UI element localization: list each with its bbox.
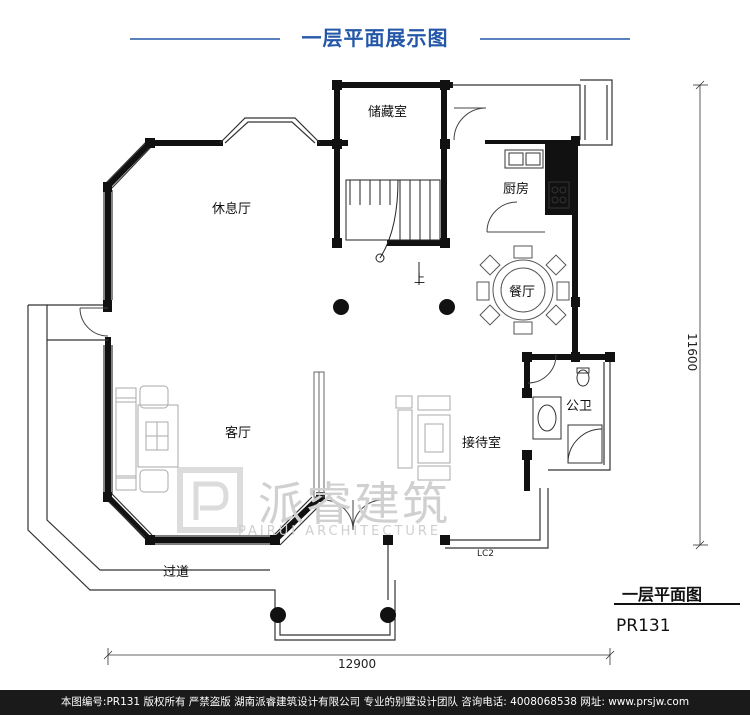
living-furniture: [115, 385, 179, 493]
door-swings: [79, 107, 557, 531]
label-storage: 储藏室: [368, 104, 407, 120]
height-dimension: 11600: [685, 333, 699, 371]
structural-columns: [103, 80, 615, 545]
label-bathroom: 公卫: [566, 399, 592, 414]
bathroom-fixtures: [532, 367, 603, 464]
dining-table: [476, 245, 570, 335]
label-stairs-up: 上: [414, 272, 425, 285]
page-title: 一层平面展示图: [301, 26, 449, 50]
kitchen-fixtures: [504, 149, 570, 209]
reception-furniture: [395, 395, 451, 481]
label-living: 客厅: [225, 425, 251, 441]
watermark-logo: [177, 467, 243, 533]
width-dimension: 12900: [338, 657, 376, 671]
label-reception: 接待室: [462, 435, 501, 451]
legend-divider: [614, 603, 740, 605]
staircase: [345, 179, 441, 285]
legend-title: 一层平面图: [622, 585, 703, 604]
label-dining: 餐厅: [509, 284, 535, 300]
thin-walls: [27, 79, 613, 641]
floor-plan: 储藏室 休息厅 厨房 餐厅 上 客厅 公卫 接待室 过道 12900 11600…: [27, 38, 708, 671]
dimension-lines: [103, 80, 708, 665]
legend-code: PR131: [616, 616, 671, 636]
label-lounge: 休息厅: [212, 201, 251, 217]
footer-bar: 本图编号:PR131 版权所有 严禁盗版 湖南派睿建筑设计有限公司 专业的别墅设…: [0, 690, 750, 715]
sliding-partition: [313, 371, 325, 498]
label-corridor: 过道: [163, 565, 189, 580]
window-code: LC2: [477, 549, 494, 559]
label-kitchen: 厨房: [503, 181, 529, 197]
watermark-subtext: PAIRUI ARCHITECTURE: [238, 524, 442, 539]
round-columns: [270, 299, 455, 623]
watermark-text: 派睿建筑: [258, 477, 450, 531]
